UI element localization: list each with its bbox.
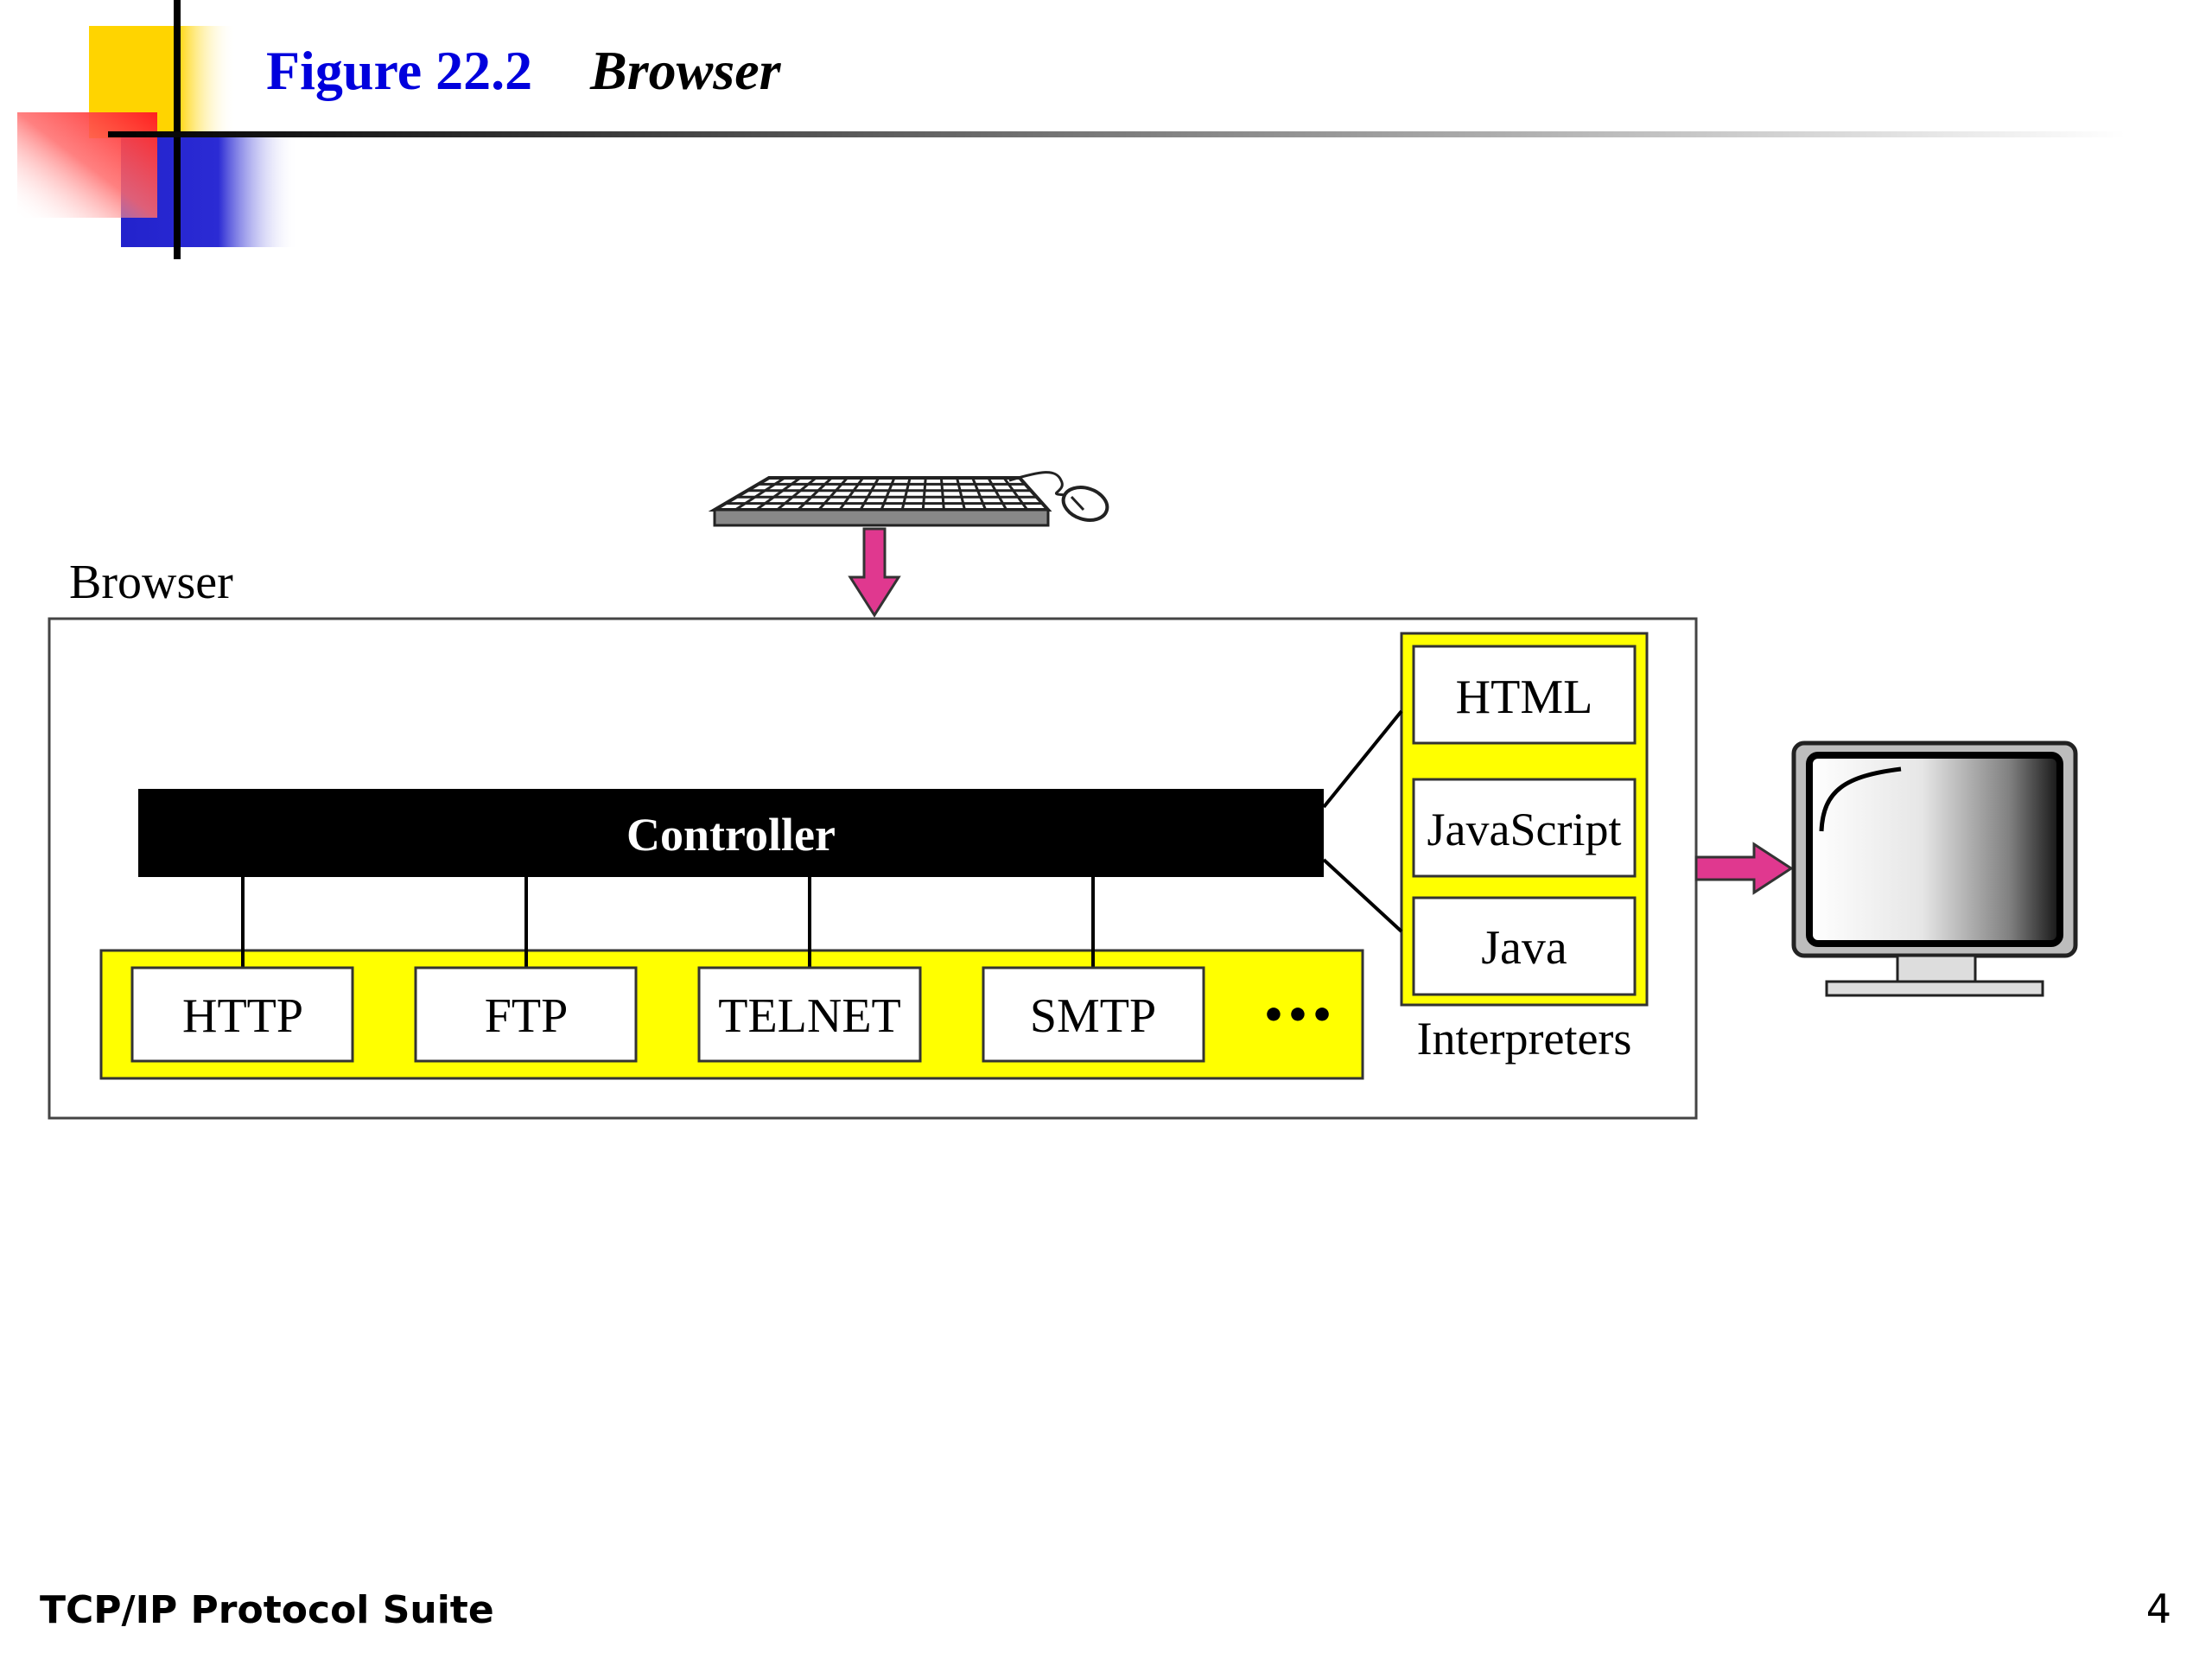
interpreter-label: HTML: [1456, 671, 1593, 724]
interpreter-java: Java: [1412, 896, 1637, 996]
title-ornament: [17, 0, 298, 259]
client-connectors: [241, 877, 1095, 968]
client-label: HTTP: [182, 989, 303, 1043]
interpreter-html: HTML: [1412, 645, 1637, 745]
keyboard-mouse-icon: [708, 471, 1109, 527]
figure-number: Figure 22.2: [266, 40, 532, 101]
monitor-icon: [1791, 741, 2078, 997]
interpreter-label: Java: [1481, 921, 1567, 975]
client-smtp: SMTP: [982, 966, 1205, 1063]
controller-bar: [138, 789, 1324, 877]
more-clients-ellipsis: •••: [1262, 994, 1334, 1038]
interpreter-connectors: [1322, 709, 1403, 933]
client-telnet: TELNET: [697, 966, 922, 1063]
client-label: TELNET: [718, 989, 900, 1043]
browser-label: Browser: [69, 556, 233, 609]
interpreters-label: Interpreters: [1417, 1013, 1632, 1065]
footer-title: TCP/IP Protocol Suite: [40, 1588, 494, 1632]
client-label: FTP: [485, 989, 569, 1043]
ornament-red-square: [17, 112, 157, 218]
client-http: HTTP: [130, 966, 354, 1063]
page-number: 4: [2146, 1586, 2171, 1632]
input-arrow: [848, 527, 901, 618]
interpreter-label: JavaScript: [1427, 804, 1622, 855]
figure-caption: Browser: [589, 40, 782, 101]
client-ftp: FTP: [414, 966, 638, 1063]
interpreter-javascript: JavaScript: [1412, 778, 1637, 878]
ornament-vertical-bar: [174, 0, 181, 259]
title-rule: [108, 131, 2126, 137]
controller-label: Controller: [626, 809, 836, 861]
client-label: SMTP: [1030, 989, 1156, 1043]
output-arrow: [1694, 842, 1794, 895]
